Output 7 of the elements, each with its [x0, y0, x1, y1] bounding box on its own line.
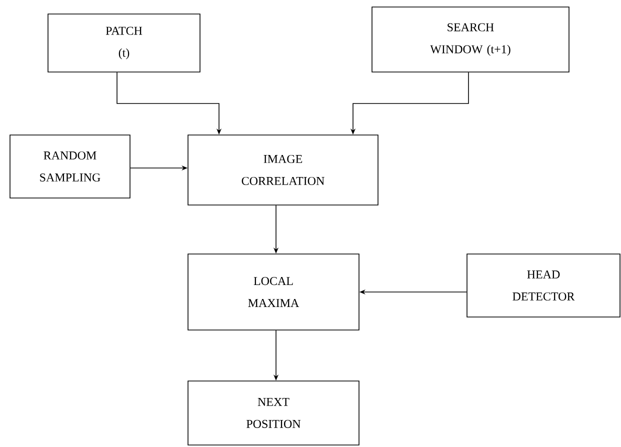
process-box: IMAGE CORRELATION — [188, 134, 378, 206]
process-box: PATCH (t) — [48, 14, 200, 72]
process-box: LOCAL MAXIMA — [188, 254, 360, 330]
process-box: SEARCH WINDOW (t+1) — [372, 6, 570, 72]
process-box: NEXT POSITION — [188, 380, 360, 446]
process-box: HEAD DETECTOR — [466, 254, 620, 318]
process-box: RANDOM SAMPLING — [10, 134, 130, 198]
